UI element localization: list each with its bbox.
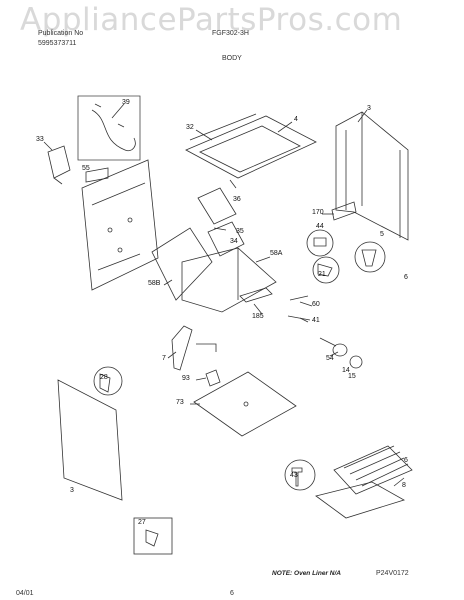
callout-number: 58A (270, 250, 283, 257)
callout-number: 39 (122, 99, 130, 106)
screw-part (287, 315, 311, 321)
callout-number: 6 (404, 457, 408, 464)
oven-liner-part (315, 481, 406, 519)
callout-number: 34 (230, 238, 238, 245)
callout-number: 36 (233, 196, 241, 203)
clip-part (289, 295, 309, 301)
oven-rack-part (333, 445, 413, 495)
callout-number: 28 (100, 374, 108, 381)
top-cover-part (185, 113, 317, 189)
callout-number: 35 (236, 228, 244, 235)
callout-number: 60 (312, 301, 320, 308)
callout-number: 43 (290, 472, 298, 479)
small-part (85, 167, 109, 183)
insulation-part (151, 227, 213, 301)
callout-number: 58B (148, 280, 161, 287)
callout-circle (306, 229, 334, 257)
callout-number: 6 (404, 274, 408, 281)
callout-number: 21 (318, 271, 326, 278)
publication-label: Publication No (38, 30, 84, 37)
figure-code: P24V0172 (376, 570, 409, 577)
callout-number: 73 (176, 399, 184, 406)
bracket-part (197, 187, 237, 225)
watermark: AppliancePartsPros.com (20, 2, 403, 38)
publication-number: 5995373711 (38, 40, 77, 47)
callout-number: 185 (252, 313, 264, 320)
back-panel-part (81, 159, 159, 291)
callout-number: 33 (36, 136, 44, 143)
wiring-harness-part (77, 95, 141, 161)
model-number: FGF302-3H (212, 30, 249, 37)
door-panel-part (57, 366, 123, 501)
oven-cavity-part (181, 247, 277, 313)
lamp-part (319, 337, 363, 369)
callout-number: 93 (182, 375, 190, 382)
footer-date: 04/01 (16, 590, 34, 597)
bracket-part (47, 145, 71, 185)
side-panel-part (335, 111, 409, 241)
section-title: BODY (222, 55, 242, 62)
callout-circle (312, 256, 340, 284)
callout-number: 44 (316, 223, 324, 230)
bracket-part (331, 201, 357, 221)
callout-number: 55 (82, 165, 90, 172)
callout-circle (284, 459, 316, 491)
footer-page: 6 (230, 590, 234, 597)
note-text: NOTE: Oven Liner N/A (272, 570, 341, 577)
bottom-panel-part (193, 371, 297, 437)
callout-number: 3 (367, 105, 371, 112)
callout-number: 54 (326, 355, 334, 362)
callout-number: 15 (348, 373, 356, 380)
callout-number: 27 (138, 519, 146, 526)
callout-number: 32 (186, 124, 194, 131)
callout-circle (354, 241, 386, 273)
hinge-part (171, 325, 217, 371)
callout-number: 7 (162, 355, 166, 362)
callout-number: 14 (342, 367, 350, 374)
callout-number: 4 (294, 116, 298, 123)
bracket-part (133, 517, 173, 555)
clip-part (205, 369, 221, 387)
callout-number: 5 (380, 231, 384, 238)
block-part (207, 221, 245, 257)
callout-labels: 3933553243363534170544658A2158B601854172… (36, 99, 408, 526)
callout-number: 3 (70, 487, 74, 494)
callout-number: 41 (312, 317, 320, 324)
callout-number: 8 (402, 482, 406, 489)
strip-part (239, 287, 273, 303)
callout-number: 170 (312, 209, 324, 216)
